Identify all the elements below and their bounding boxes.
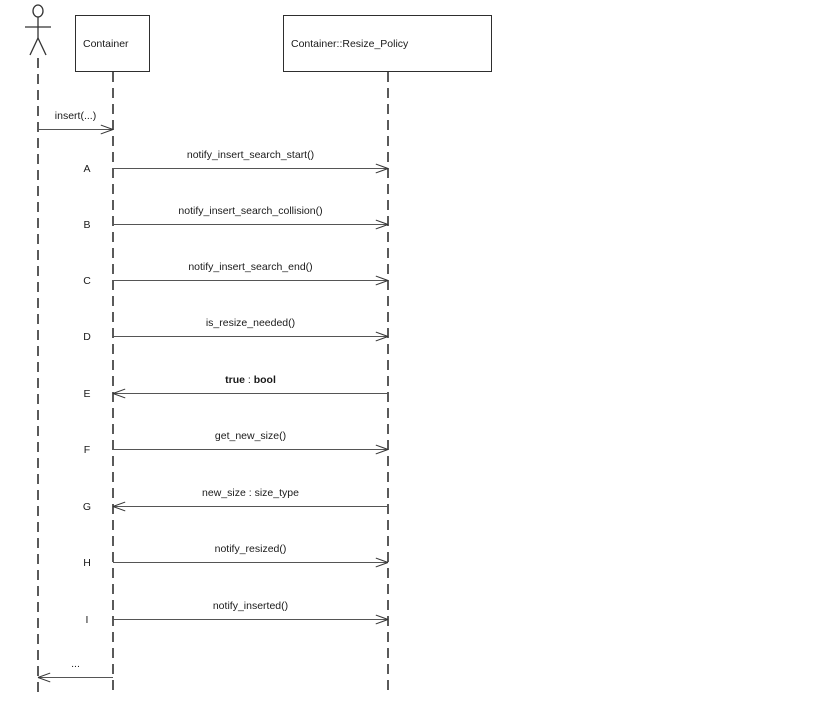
message-label: notify_insert_search_start(): [186, 149, 315, 161]
message-arrow: [38, 677, 113, 678]
participant-label: Container::Resize_Policy: [291, 37, 409, 50]
message-return: ...: [38, 658, 113, 678]
step-id-f: F: [83, 444, 91, 456]
message-h: notify_resized(): [113, 543, 388, 563]
message-arrow: [113, 224, 388, 225]
message-a: notify_insert_search_start(): [113, 149, 388, 169]
message-c: notify_insert_search_end(): [113, 261, 388, 281]
step-id-e: E: [83, 388, 91, 400]
message-g: new_size : size_type: [113, 487, 388, 507]
message-arrow: [113, 449, 388, 450]
message-label: new_size : size_type: [202, 487, 299, 499]
step-id-c: C: [83, 275, 91, 287]
message-i: notify_inserted(): [113, 600, 388, 620]
message-label: insert(...): [54, 110, 97, 122]
message-e: true : bool: [113, 374, 388, 394]
step-id-h: H: [83, 557, 91, 569]
message-label: true : bool: [225, 374, 276, 386]
message-label: get_new_size(): [214, 430, 287, 442]
step-id-b: B: [83, 219, 91, 231]
message-arrow: [113, 393, 388, 394]
message-arrow: [113, 168, 388, 169]
message-label: notify_resized(): [214, 543, 287, 555]
step-id-a: A: [83, 163, 91, 175]
step-id-d: D: [83, 331, 91, 343]
message-d: is_resize_needed(): [113, 317, 388, 337]
message-arrow: [113, 506, 388, 507]
resize-policy-lifeline: [387, 72, 389, 690]
message-label: notify_insert_search_collision(): [178, 205, 323, 217]
message-label: notify_insert_search_end(): [188, 261, 313, 273]
message-insert: insert(...): [38, 110, 113, 130]
message-arrow: [113, 280, 388, 281]
message-f: get_new_size(): [113, 430, 388, 450]
step-id-g: G: [82, 501, 92, 513]
message-label: ...: [71, 658, 80, 670]
message-arrow: [113, 619, 388, 620]
container-lifeline: [112, 72, 114, 690]
message-arrow: [38, 129, 113, 130]
actor-icon: [25, 4, 51, 56]
participant-resize-policy: Container::Resize_Policy: [283, 15, 492, 72]
participant-label: Container: [83, 37, 129, 50]
actor-lifeline: [37, 58, 39, 695]
message-b: notify_insert_search_collision(): [113, 205, 388, 225]
participant-container: Container: [75, 15, 150, 72]
message-label: is_resize_needed(): [205, 317, 296, 329]
step-id-i: I: [85, 614, 89, 626]
message-arrow: [113, 336, 388, 337]
message-label: notify_inserted(): [212, 600, 289, 612]
message-arrow: [113, 562, 388, 563]
